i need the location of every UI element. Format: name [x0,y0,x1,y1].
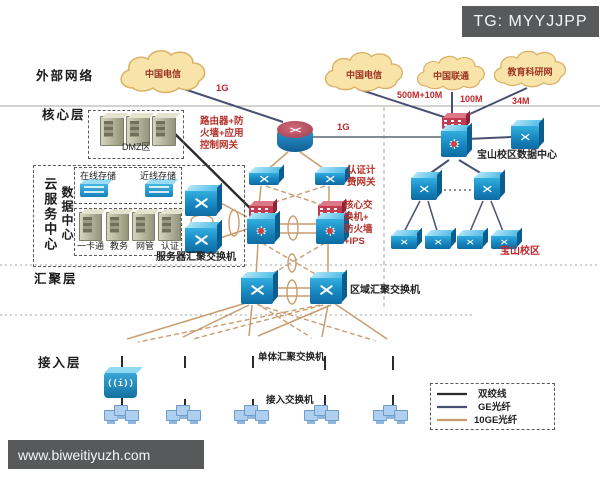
bandwidth-telecom-left: 1G [216,83,229,94]
baoshan-agg-switch-2 [474,177,500,200]
wireless-ap [104,372,137,398]
server-agg-switch-2 [185,227,217,253]
layer-label-data-center: 数据中心 [60,186,74,242]
star-center [258,228,264,234]
server-label-onecard: 一卡通 [77,241,105,251]
tg-watermark-banner: TG: MYYJJPP [462,6,599,37]
core-switch-label: 核心交 换机+ 防火墙 +IPS [344,200,373,247]
server-label-auth: 认证 [161,241,180,251]
baoshan-dc-label: 宝山校区数据中心 [477,150,557,161]
dmz-server-1 [100,116,124,146]
site-watermark-banner: www.biweitiyuzh.com [8,440,204,469]
dmz-server-2 [126,116,150,146]
bandwidth-unicom: 100M [460,94,483,104]
legend-label-twisted-pair: 双绞线 [478,389,507,400]
dmz-zone-box [88,110,184,159]
pc-group-3 [234,405,272,427]
switch-body [247,218,275,244]
wan-clouds [120,50,567,94]
server-agg-label: 服务器汇聚交换机 [156,252,236,263]
baoshan-dc-switch [511,125,539,149]
legend-label-ge-fiber: GE光纤 [478,402,511,413]
region-agg-switch-1 [241,277,273,304]
pc-group-5 [373,405,411,427]
cloud-label-telecom-mid: 中国电信 [345,70,383,80]
layer-label-aggregation: 汇聚层 [34,272,78,286]
baoshan-label: 宝山校区 [500,246,540,257]
nearline-storage-device [145,183,173,197]
online-storage-device [80,183,108,197]
auth-gateway-label: 认证计 费网关 [347,165,376,188]
baoshan-core-stack [441,117,467,159]
legend-label-10ge-fiber: 10GE光纤 [474,415,518,426]
access-switch-label: 接入交换机 [266,395,314,406]
router-label: 路由器+防 火墙+应用 控制网关 [200,116,244,151]
auth-gateway-switch-2 [315,172,345,185]
online-storage-label: 在线存储 [80,171,117,181]
bandwidth-core-link: 1G [337,122,350,133]
server-academic [106,212,129,241]
server-label-academic: 教务 [110,241,129,251]
single-agg-label: 单体汇聚交换机 [258,352,325,363]
layer-label-external: 外部网络 [36,69,95,83]
star-center [451,140,457,147]
baoshan-agg-switch-1 [411,177,437,200]
server-agg-switch-1 [185,190,217,216]
server-label-netmgmt: 网管 [136,241,155,251]
legend-box [430,383,555,430]
nearline-storage-label: 近线存储 [140,171,177,181]
switch-body [316,218,344,244]
dmz-server-3 [152,116,176,146]
server-netmgmt [132,212,155,241]
baoshan-access-switch-3 [457,235,483,249]
cloud-label-cernet: 教育科研网 [507,67,553,77]
storage-box [74,167,182,204]
region-agg-label: 区域汇聚交换机 [350,285,420,296]
cloud-service-center-box [33,165,245,267]
dmz-label: DMZ区 [122,142,151,152]
bandwidth-telecom-mid: 500M+10M [397,90,443,100]
border-router [277,121,313,153]
region-agg-switch-2 [310,277,342,304]
core-switch-2 [316,205,344,245]
server-auth [158,212,181,241]
pc-group-4 [304,405,342,427]
cloud-label-telecom-left: 中国电信 [144,69,182,79]
star-center [327,228,333,234]
switch-body [441,130,467,157]
pc-group-1 [104,405,142,427]
cloud-label-unicom: 中国联通 [432,71,470,81]
baoshan-access-switch-4 [491,235,517,249]
layer-label-cloud-center: 云服务中心 [42,177,58,252]
tenge-fiber-backup-links [137,185,377,343]
layer-label-access: 接入层 [38,356,82,370]
pc-group-2 [166,405,204,427]
baoshan-access-switch-1 [391,235,417,249]
core-switch-1 [247,205,275,245]
baoshan-access-links [402,189,505,235]
legend-line-samples [437,392,467,422]
bandwidth-cernet: 34M [512,96,530,106]
server-onecard [79,212,102,241]
layer-label-core: 核心层 [42,108,86,122]
auth-gateway-switch-1 [249,172,279,185]
baoshan-access-switch-2 [425,235,451,249]
